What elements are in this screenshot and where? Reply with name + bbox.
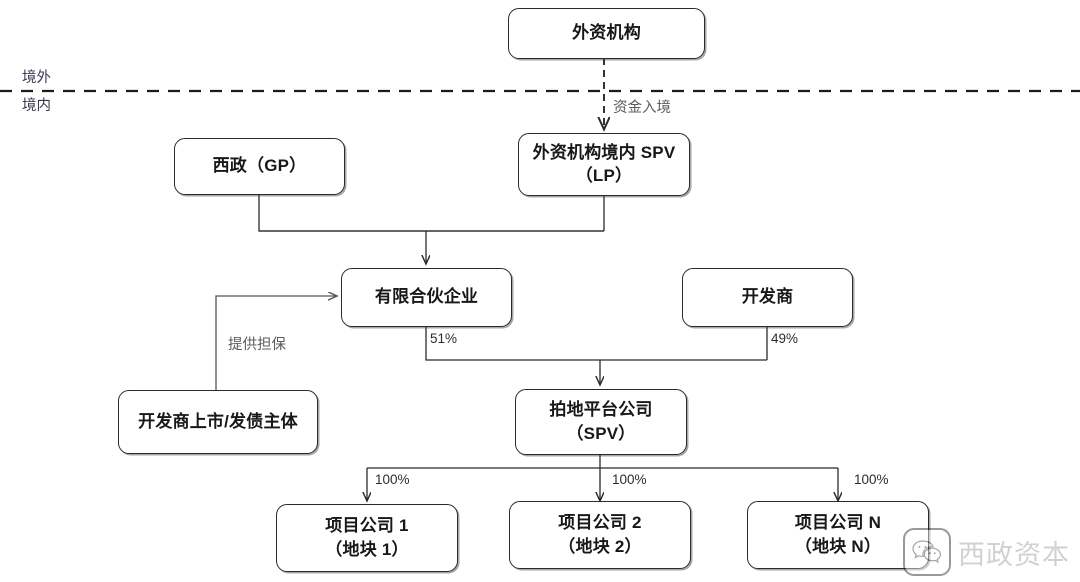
node-foreign-institution[interactable]: 外资机构 <box>508 8 705 59</box>
node-limited-partnership[interactable]: 有限合伙企业 <box>341 268 512 327</box>
zone-label-onshore: 境内 <box>22 98 51 114</box>
node-land-platform-spv-label-line1: 拍地平台公司 <box>549 400 653 420</box>
node-project-company-n[interactable]: 项目公司 N （地块 N） <box>747 501 929 569</box>
node-xizheng-gp[interactable]: 西政（GP） <box>174 138 345 195</box>
edge-label-project1-stake: 100% <box>375 472 410 487</box>
edge-label-provide-guarantee: 提供担保 <box>228 337 286 353</box>
node-developer-listed-entity-label: 开发商上市/发债主体 <box>138 411 298 431</box>
node-project-company-1-label-line1: 项目公司 1 <box>325 516 409 536</box>
node-project-company-n-label-line2: （地块 N） <box>794 536 882 556</box>
edge-label-lp-stake: 51% <box>430 331 458 346</box>
node-project-company-1[interactable]: 项目公司 1 （地块 1） <box>276 504 458 572</box>
node-developer-listed-entity[interactable]: 开发商上市/发债主体 <box>118 390 318 454</box>
watermark-text: 西政资本 <box>958 539 1070 570</box>
node-onshore-spv-lp-label-line2: （LP） <box>575 166 633 185</box>
node-foreign-institution-label: 外资机构 <box>572 23 641 43</box>
wechat-icon <box>903 528 951 576</box>
node-project-company-1-label-line2: （地块 1） <box>325 539 409 559</box>
node-onshore-spv-lp[interactable]: 外资机构境内 SPV （LP） <box>518 133 690 196</box>
node-land-platform-spv-label-line2: （SPV） <box>566 423 636 443</box>
node-land-platform-spv[interactable]: 拍地平台公司 （SPV） <box>515 389 687 455</box>
edge-label-developer-stake: 49% <box>771 331 799 346</box>
node-developer-label: 开发商 <box>741 287 794 307</box>
node-developer[interactable]: 开发商 <box>682 268 853 327</box>
node-project-company-2-label-line1: 项目公司 2 <box>558 513 642 533</box>
node-xizheng-gp-label: 西政（GP） <box>212 156 307 176</box>
node-project-company-2-label-line2: （地块 2） <box>558 536 642 556</box>
edge-label-capital-inflow: 资金入境 <box>613 100 671 116</box>
edge-label-project2-stake: 100% <box>612 472 647 487</box>
node-onshore-spv-lp-label-line1: 外资机构境内 SPV <box>532 142 676 162</box>
edge-label-projectn-stake: 100% <box>854 472 889 487</box>
node-project-company-2[interactable]: 项目公司 2 （地块 2） <box>509 501 691 569</box>
zone-label-offshore: 境外 <box>22 70 51 86</box>
node-project-company-n-label-line1: 项目公司 N <box>794 513 882 533</box>
watermark: 西政资本 <box>903 528 1070 576</box>
node-limited-partnership-label: 有限合伙企业 <box>374 287 479 307</box>
